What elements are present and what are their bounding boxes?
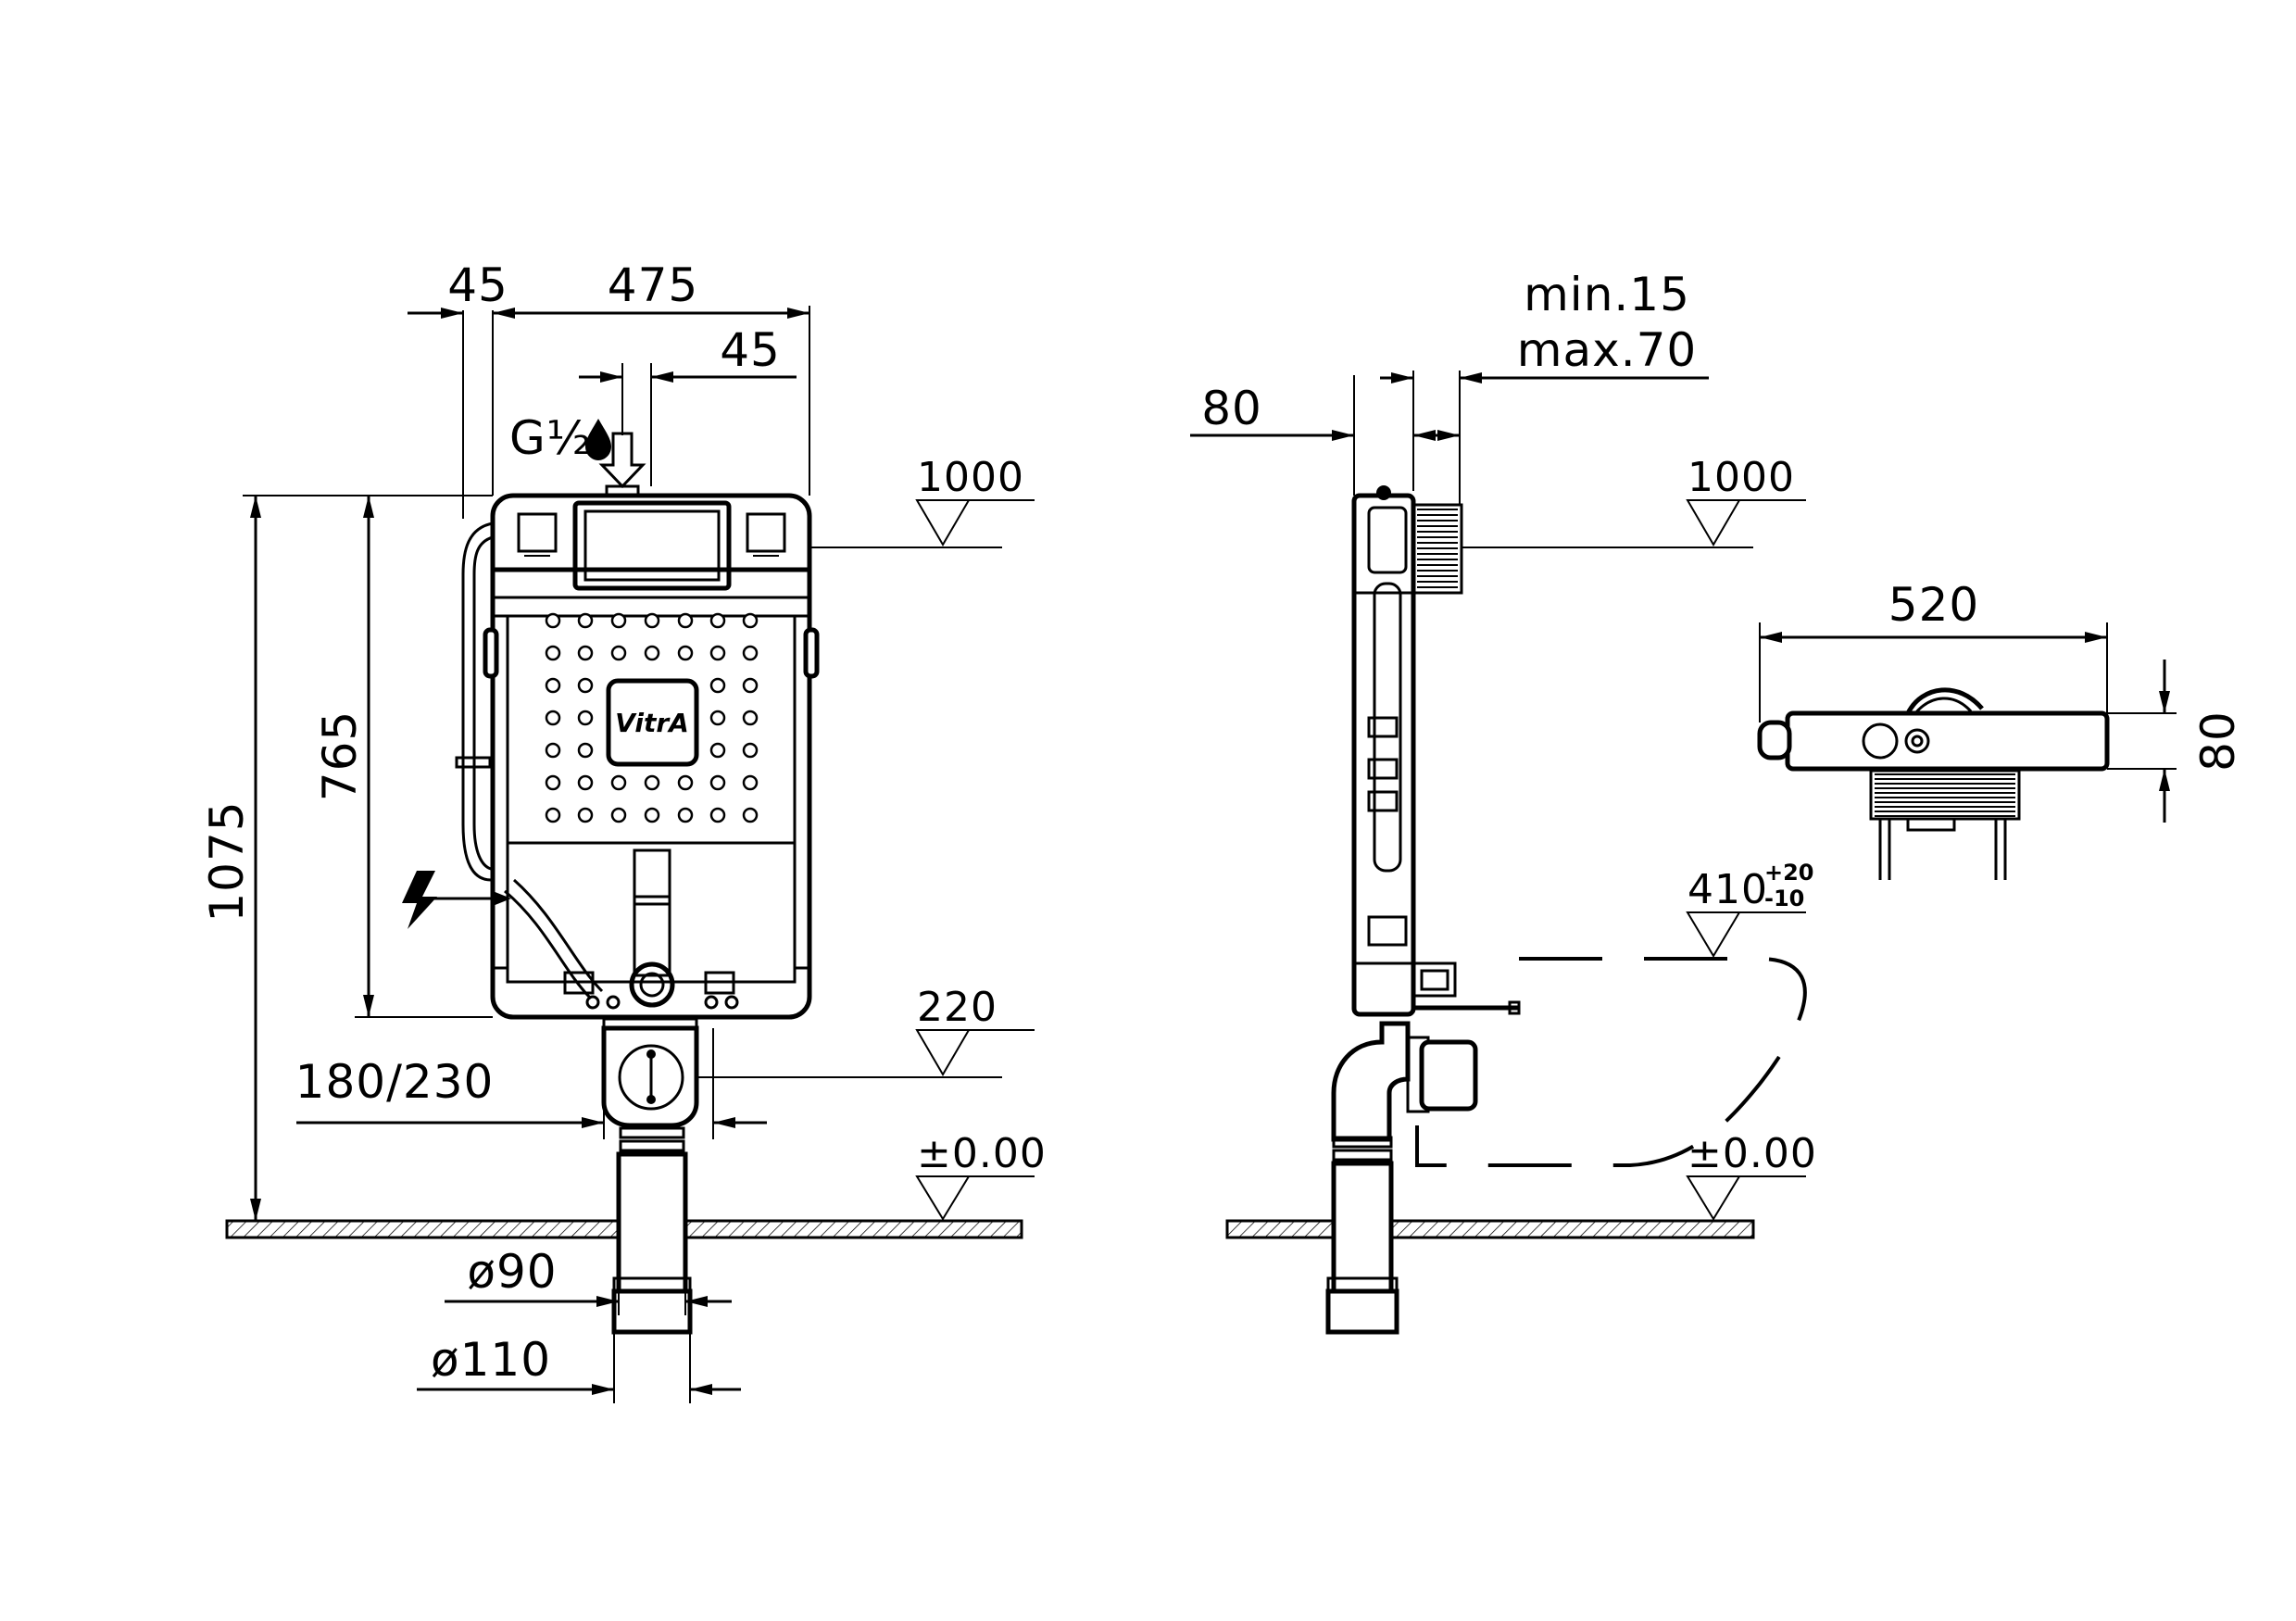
water-drop-icon bbox=[585, 419, 611, 460]
vent-hole bbox=[577, 774, 594, 791]
brand-logo: VitrA bbox=[615, 708, 689, 738]
dim-outlet-spacing: 180/230 bbox=[295, 1055, 495, 1109]
vent-hole bbox=[644, 807, 660, 823]
vent-hole bbox=[742, 645, 759, 661]
level-bowl-tol-minus: -10 bbox=[1764, 886, 1804, 911]
side-view: 80 min.15 max.70 1000 410 +20 -10 ±0.00 bbox=[1190, 268, 1817, 1335]
dim-min: min.15 bbox=[1524, 268, 1690, 321]
level-floor-side: ±0.00 bbox=[1687, 1130, 1817, 1177]
vent-hole bbox=[742, 710, 759, 726]
vent-hole bbox=[610, 612, 627, 629]
vent-hole bbox=[677, 645, 694, 661]
vent-hole bbox=[610, 774, 627, 791]
dim-pipe-90: ø90 bbox=[467, 1245, 557, 1299]
vent-hole bbox=[677, 774, 694, 791]
vent-hole bbox=[709, 742, 726, 759]
top-view: 520 80 bbox=[1757, 578, 2245, 880]
vent-hole bbox=[644, 774, 660, 791]
dim-side-depth: 80 bbox=[1201, 382, 1262, 435]
vent-hole bbox=[577, 807, 594, 823]
level-top-side: 1000 bbox=[1687, 454, 1795, 501]
floor-slab-side bbox=[1225, 1219, 1755, 1239]
vent-hole bbox=[709, 677, 726, 694]
vent-hole bbox=[709, 807, 726, 823]
level-bowl-tol-plus: +20 bbox=[1764, 860, 1814, 886]
vent-hole bbox=[742, 612, 759, 629]
vent-hole bbox=[545, 774, 561, 791]
front-view: VitrA G½ bbox=[200, 258, 1047, 1403]
vent-hole bbox=[709, 774, 726, 791]
service-window bbox=[572, 500, 732, 591]
vent-hole bbox=[545, 710, 561, 726]
dim-frame-height: 765 bbox=[313, 710, 367, 801]
vent-hole bbox=[577, 742, 594, 759]
vent-hole bbox=[545, 645, 561, 661]
vent-hole bbox=[545, 807, 561, 823]
vent-hole bbox=[545, 742, 561, 759]
vent-hole bbox=[742, 677, 759, 694]
dim-max: max.70 bbox=[1517, 323, 1697, 377]
dim-pipe-110: ø110 bbox=[431, 1333, 551, 1387]
vent-hole bbox=[742, 807, 759, 823]
vent-hole bbox=[610, 645, 627, 661]
dim-top-depth: 80 bbox=[2191, 710, 2245, 772]
dim-total-height: 1075 bbox=[200, 800, 254, 922]
vent-hole bbox=[577, 645, 594, 661]
level-floor-front: ±0.00 bbox=[917, 1130, 1047, 1177]
level-top-front: 1000 bbox=[917, 454, 1024, 501]
electric-icon bbox=[402, 871, 437, 929]
vent-hole bbox=[577, 677, 594, 694]
vent-hole bbox=[644, 612, 660, 629]
vent-hole bbox=[742, 774, 759, 791]
dim-right-offset: 45 bbox=[720, 323, 781, 377]
water-inlet-label: G½ bbox=[509, 411, 592, 465]
vent-hole bbox=[577, 612, 594, 629]
vent-hole bbox=[709, 645, 726, 661]
dot-grid bbox=[545, 612, 759, 823]
vent-hole bbox=[709, 710, 726, 726]
vent-hole bbox=[577, 710, 594, 726]
vent-hole bbox=[742, 742, 759, 759]
vent-hole bbox=[644, 645, 660, 661]
vent-hole bbox=[545, 612, 561, 629]
vent-hole bbox=[610, 807, 627, 823]
vent-hole bbox=[709, 612, 726, 629]
level-bowl: 410 bbox=[1687, 866, 1768, 913]
cistern-frame bbox=[490, 493, 812, 1020]
logo-plate bbox=[606, 678, 699, 767]
dim-width-475: 475 bbox=[608, 258, 698, 312]
vent-hole bbox=[677, 612, 694, 629]
vent-hole bbox=[677, 807, 694, 823]
vent-hole bbox=[545, 677, 561, 694]
dim-left-offset: 45 bbox=[447, 258, 508, 312]
dim-top-width: 520 bbox=[1888, 578, 1979, 632]
level-outlet: 220 bbox=[917, 984, 997, 1031]
